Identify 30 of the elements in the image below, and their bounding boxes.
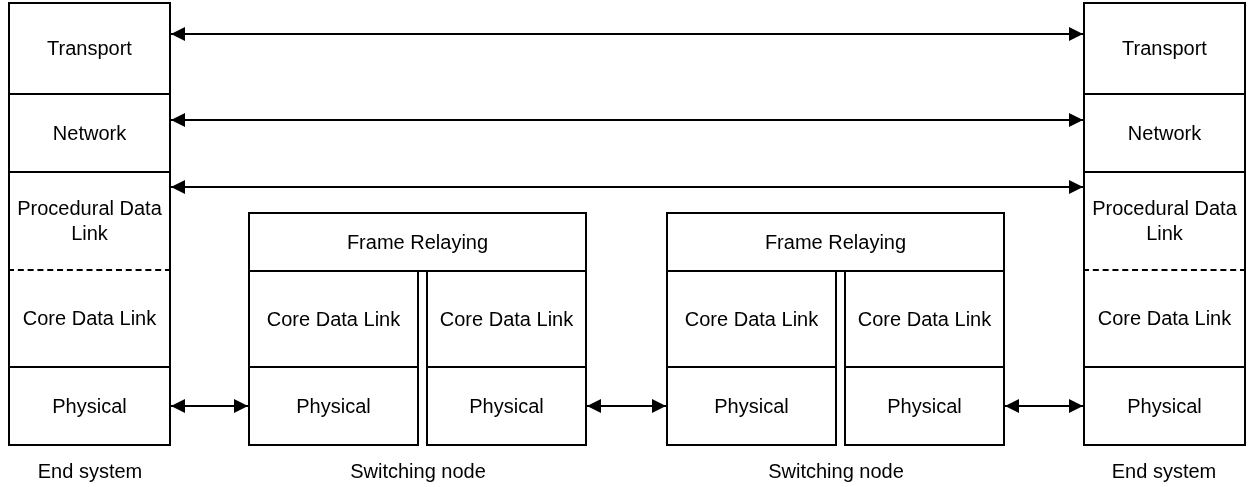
- protocol-layer-box: Network: [1083, 93, 1246, 173]
- protocol-layer-box: Frame Relaying: [248, 212, 587, 272]
- stack-caption: End system: [36, 460, 144, 483]
- double-headed-arrow: [1004, 399, 1084, 413]
- protocol-layer-box: Physical: [1083, 366, 1246, 446]
- stack-caption: Switching node: [349, 460, 487, 483]
- protocol-layer-box: Procedural Data Link: [8, 171, 171, 271]
- protocol-layer-box: Core Data Link: [844, 270, 1005, 368]
- protocol-layer-box: Frame Relaying: [666, 212, 1005, 272]
- protocol-layer-box: Transport: [8, 2, 171, 95]
- protocol-layer-box: Physical: [8, 366, 171, 446]
- double-headed-arrow: [170, 27, 1084, 41]
- double-headed-arrow: [170, 399, 249, 413]
- stack-caption: End system: [1110, 460, 1218, 483]
- protocol-layer-box: Core Data Link: [666, 270, 837, 368]
- protocol-layer-box: Physical: [248, 366, 419, 446]
- protocol-layer-box: Core Data Link: [8, 271, 171, 368]
- protocol-layer-box: Core Data Link: [426, 270, 587, 368]
- double-headed-arrow: [170, 180, 1084, 194]
- protocol-layer-box: Physical: [426, 366, 587, 446]
- stack-caption: Switching node: [767, 460, 905, 483]
- protocol-layer-box: Transport: [1083, 2, 1246, 95]
- protocol-layer-box: Procedural Data Link: [1083, 171, 1246, 271]
- double-headed-arrow: [586, 399, 667, 413]
- protocol-layer-box: Core Data Link: [1083, 271, 1246, 368]
- protocol-layer-box: Physical: [844, 366, 1005, 446]
- protocol-layer-box: Core Data Link: [248, 270, 419, 368]
- protocol-layer-box: Physical: [666, 366, 837, 446]
- double-headed-arrow: [170, 113, 1084, 127]
- protocol-layer-box: Network: [8, 93, 171, 173]
